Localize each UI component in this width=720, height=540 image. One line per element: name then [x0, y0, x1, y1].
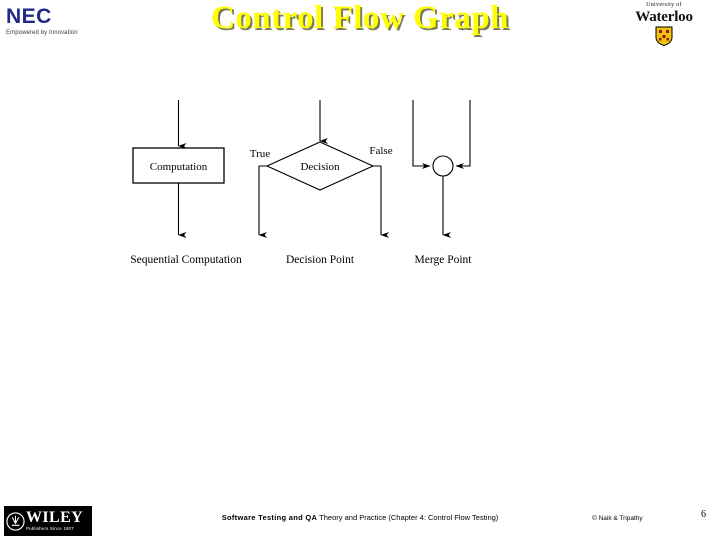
- wiley-logo: WILEY Publishers Since 1807: [4, 506, 92, 536]
- decision-node: [265, 141, 375, 191]
- edge-false-branch: [373, 165, 389, 238]
- control-flow-graph-diagram: Computation Sequential Computation Decis…: [130, 100, 473, 266]
- waterloo-shield-crest-icon: [655, 26, 673, 47]
- branch-label-true: True: [250, 148, 270, 160]
- page-number: 6: [701, 509, 706, 520]
- footer-book-title-bold: Software Testing and QA: [221, 513, 318, 522]
- caption-merge-point: Merge Point: [415, 254, 473, 266]
- footer-copyright: © Naik & Tripathy: [592, 515, 643, 522]
- edge-merge-right-input: [455, 100, 471, 169]
- merge-node: [432, 155, 454, 177]
- nec-wordmark: NEC: [6, 5, 52, 28]
- waterloo-logo-line1: University of: [646, 2, 682, 8]
- wiley-wordmark: WILEY: [26, 509, 84, 527]
- computation-node-label: Computation: [150, 161, 208, 173]
- university-of-waterloo-logo: University of Waterloo: [616, 2, 712, 51]
- panel-merge-point: Merge Point: [412, 100, 473, 266]
- nec-tagline: Empowered by Innovation: [6, 30, 78, 36]
- footer-book-title-rest: Theory and Practice (Chapter 4: Control …: [317, 513, 499, 522]
- computation-node: [132, 147, 225, 184]
- caption-sequential-computation: Sequential Computation: [130, 254, 242, 266]
- waterloo-logo-line2: Waterloo: [635, 9, 693, 25]
- page-title: Control Flow Graph: [210, 0, 510, 36]
- panel-sequential-computation: Computation Sequential Computation: [130, 100, 242, 266]
- edge-true-branch: [258, 165, 267, 238]
- edge-merge-left-input: [412, 100, 431, 169]
- decision-node-label: Decision: [300, 161, 340, 173]
- wiley-circular-emblem-icon: [6, 511, 25, 531]
- footer-book-title: Software Testing and QA Theory and Pract…: [0, 513, 720, 522]
- wiley-tagline: Publishers Since 1807: [26, 526, 74, 532]
- nec-logo: NEC Empowered by Innovation: [6, 6, 96, 40]
- panel-decision-point: Decision True False Decision Point: [250, 100, 393, 266]
- branch-label-false: False: [369, 145, 392, 157]
- caption-decision-point: Decision Point: [286, 254, 355, 266]
